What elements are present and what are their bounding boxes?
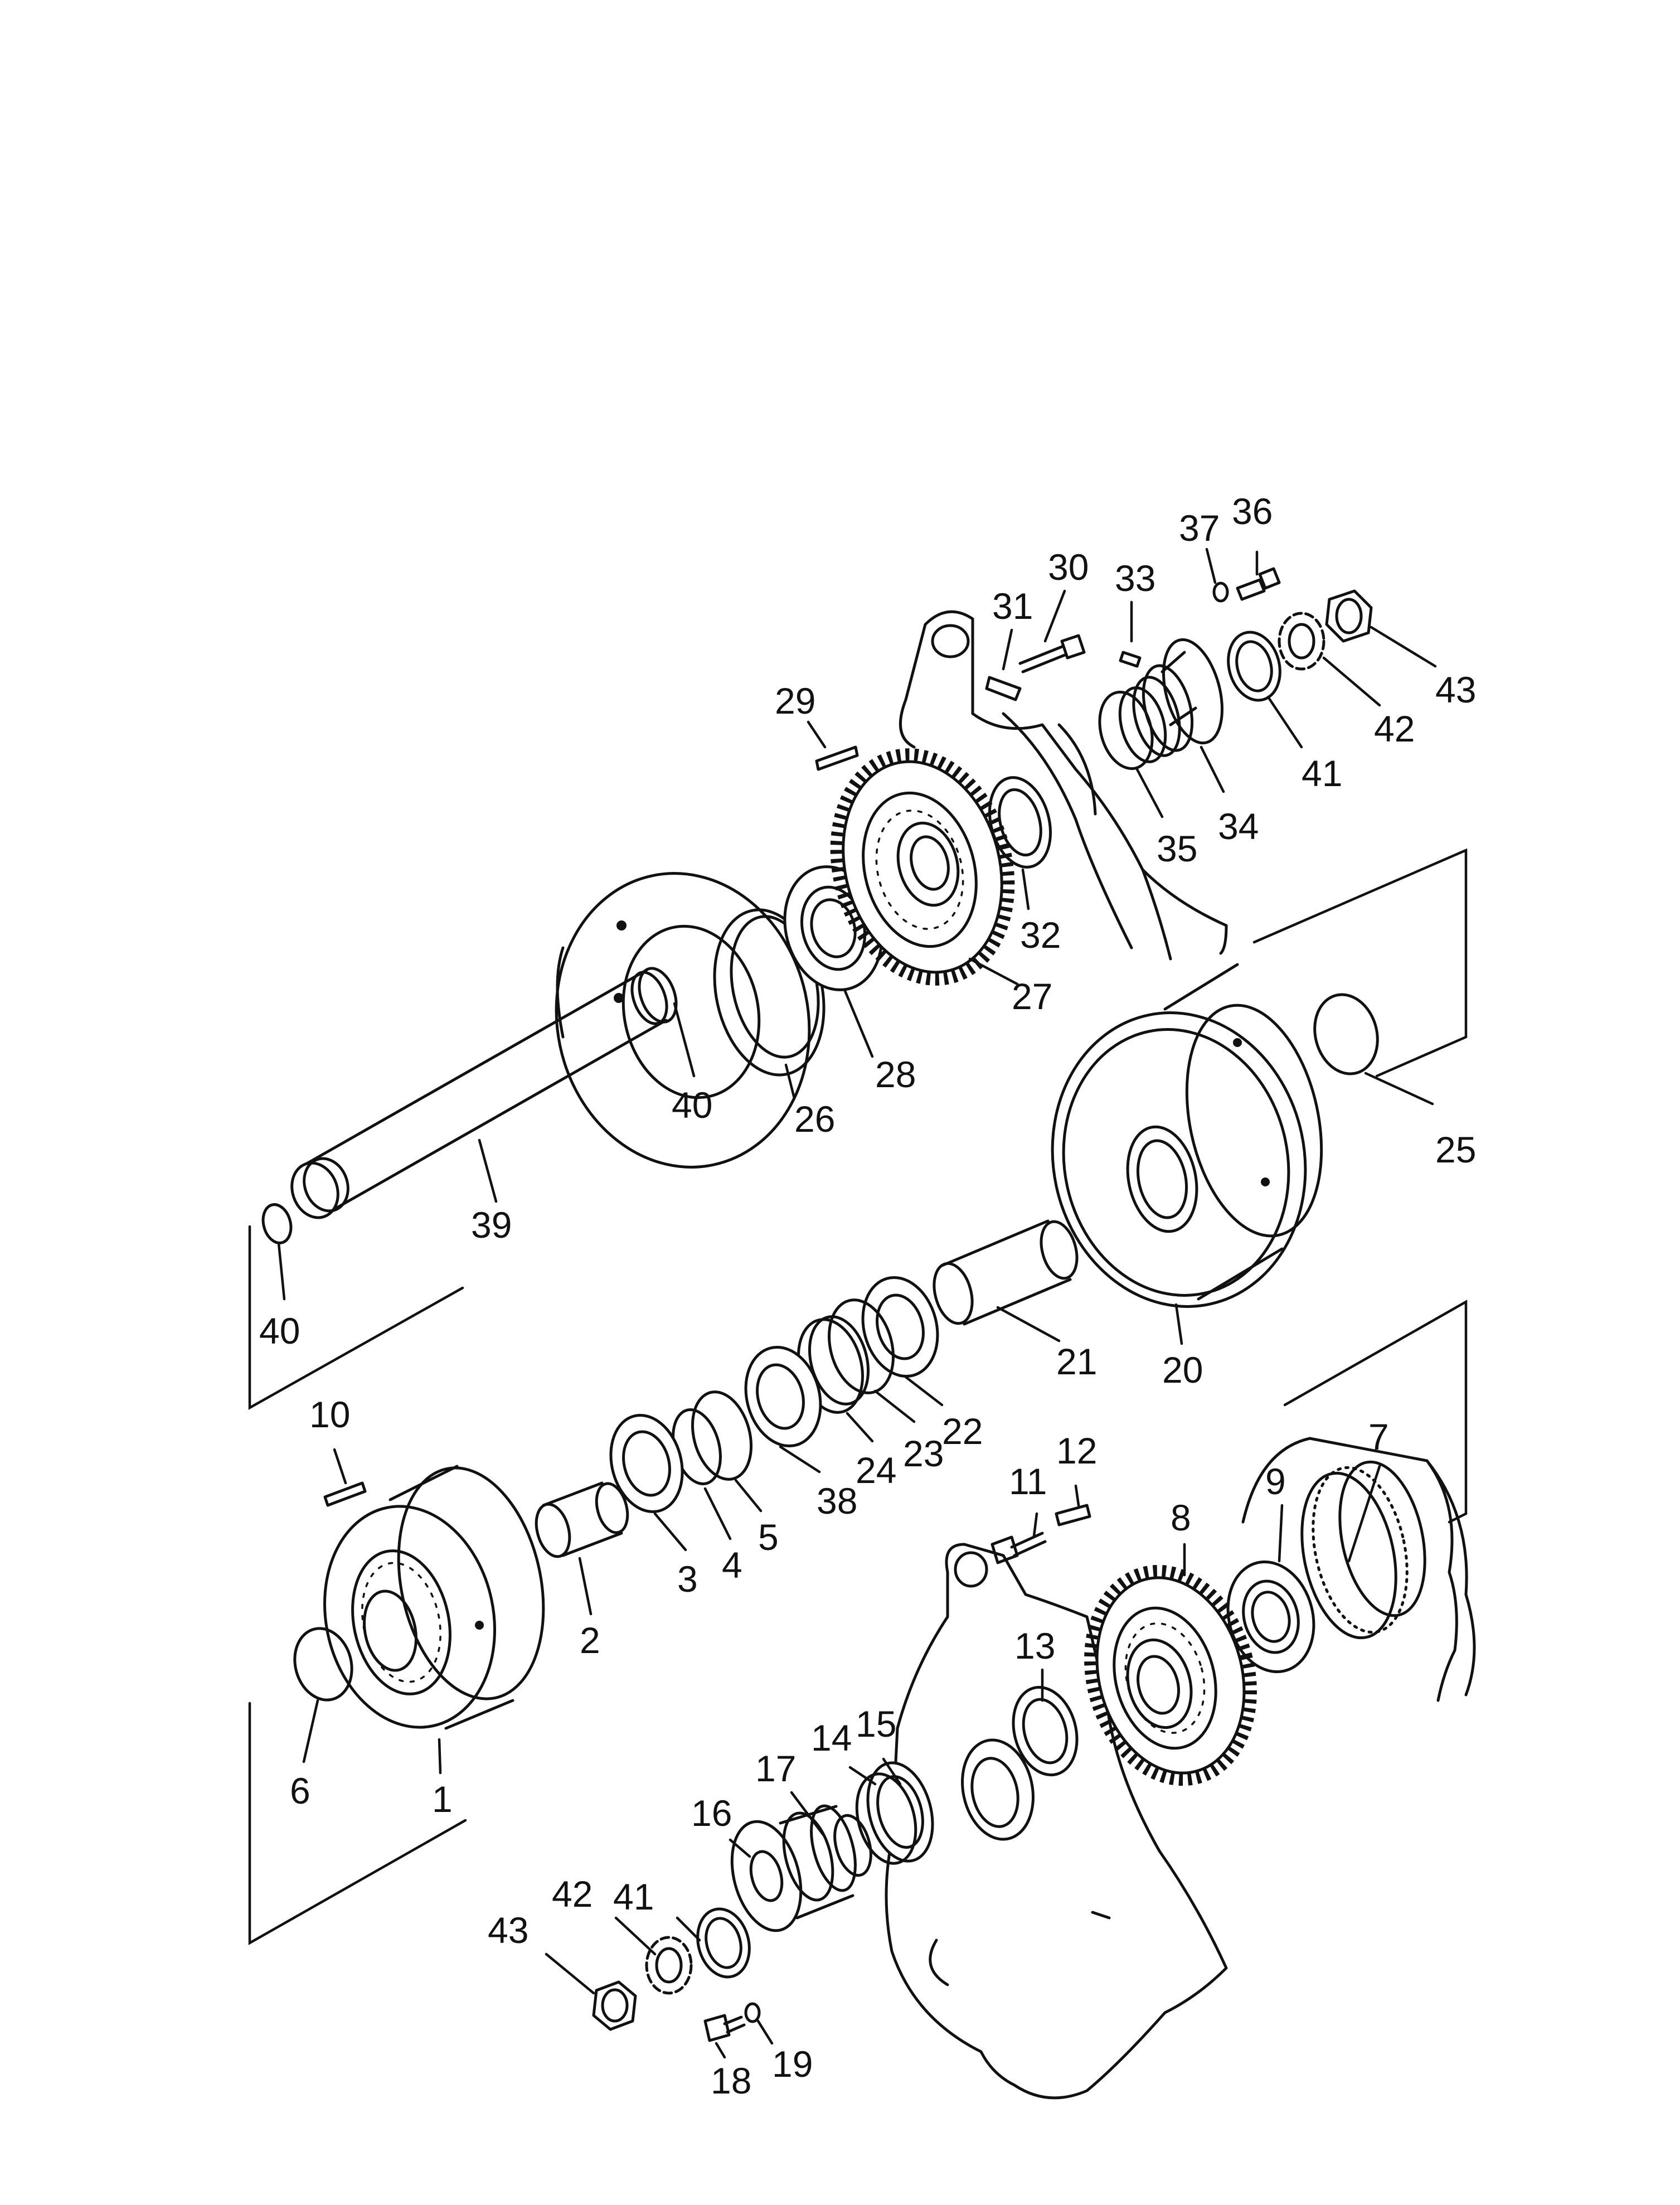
- callout-1: 1: [432, 1778, 453, 1820]
- bolt-18: [703, 2014, 746, 2042]
- drum-1: [323, 1465, 545, 1730]
- washer-41-upper: [1227, 631, 1281, 702]
- callout-7: 7: [1368, 1416, 1389, 1457]
- callout-42-lower: 42: [552, 1873, 593, 1915]
- callout-33: 33: [1115, 558, 1155, 599]
- sleeve-21: [933, 1219, 1079, 1326]
- ring-14: [855, 1772, 917, 1865]
- callout-24: 24: [856, 1450, 896, 1491]
- bearing-3: [609, 1413, 684, 1514]
- callout-39: 39: [471, 1204, 512, 1246]
- callout-27: 27: [1012, 976, 1052, 1017]
- snap-ring-17: [833, 1814, 872, 1877]
- callout-26: 26: [794, 1098, 835, 1140]
- nut-43-upper: [1325, 589, 1373, 643]
- callout-34: 34: [1218, 806, 1259, 847]
- seal-ring-13: [1012, 1685, 1079, 1777]
- callout-8: 8: [1171, 1497, 1191, 1538]
- callout-19: 19: [772, 2043, 813, 2085]
- seal-ring-32: [988, 776, 1052, 869]
- callout-31: 31: [992, 585, 1033, 627]
- callout-18: 18: [711, 2060, 751, 2101]
- callout-35: 35: [1157, 828, 1197, 869]
- washer-19: [744, 2002, 761, 2023]
- lock-washer-42-lower: [645, 1936, 693, 1995]
- callout-41-upper: 41: [1302, 753, 1342, 794]
- pin-29: [815, 745, 859, 771]
- o-ring-6: [293, 1627, 353, 1702]
- housing-7: [1241, 1437, 1476, 1702]
- callout-9: 9: [1265, 1461, 1286, 1502]
- callout-28: 28: [875, 1054, 916, 1095]
- bracket-lines: [248, 848, 1468, 1945]
- callout-42-upper: 42: [1374, 708, 1415, 749]
- callout-43-upper: 43: [1435, 669, 1476, 710]
- callout-10: 10: [309, 1394, 350, 1435]
- bushing-2: [535, 1481, 629, 1558]
- callout-16: 16: [691, 1792, 732, 1834]
- snap-ring-35: [1098, 690, 1154, 770]
- callout-4: 4: [722, 1544, 742, 1586]
- callout-17: 17: [755, 1748, 796, 1789]
- bearing-9: [1226, 1560, 1315, 1674]
- washer-41-lower: [696, 1907, 751, 1979]
- callout-41-lower: 41: [613, 1876, 654, 1917]
- bolt-11: [990, 1532, 1047, 1564]
- callout-38: 38: [817, 1480, 857, 1521]
- pin-10: [323, 1481, 367, 1507]
- callout-12: 12: [1056, 1430, 1097, 1471]
- callout-43-lower: 43: [488, 1910, 528, 1951]
- sleeve-16: [730, 1804, 857, 1932]
- callout-22: 22: [942, 1411, 983, 1452]
- nut-43-lower: [592, 1980, 637, 2031]
- upper-housing: [899, 610, 1228, 961]
- snap-ring-23: [827, 1298, 895, 1394]
- callout-21: 21: [1056, 1341, 1097, 1382]
- callout-2: 2: [580, 1620, 600, 1661]
- lock-washer-42-upper: [1278, 612, 1325, 671]
- spacer-5: [691, 1390, 753, 1481]
- bolt-36: [1236, 567, 1281, 601]
- gear-8: [1084, 1564, 1257, 1786]
- callout-40-lower: 40: [259, 1310, 300, 1351]
- callout-20: 20: [1162, 1349, 1203, 1390]
- callout-15: 15: [856, 1703, 896, 1744]
- callout-11: 11: [1009, 1461, 1047, 1502]
- callout-29: 29: [775, 680, 815, 721]
- key-12: [1055, 1504, 1091, 1526]
- o-ring-25: [1313, 993, 1379, 1075]
- callout-37: 37: [1179, 507, 1220, 549]
- callout-25: 25: [1435, 1129, 1476, 1170]
- callout-labels: 1 2 3 4 5 6 7 8 9 10 11 12 13 14 15 16 1…: [259, 491, 1476, 2101]
- gear-27: [830, 748, 1015, 986]
- key-31: [985, 676, 1022, 701]
- callout-5: 5: [758, 1516, 779, 1558]
- bolt-30: [1018, 634, 1086, 673]
- callout-6: 6: [290, 1770, 310, 1811]
- callout-3: 3: [677, 1558, 698, 1600]
- sleeve-34: [1118, 638, 1223, 763]
- callout-32: 32: [1020, 914, 1061, 956]
- bearing-38: [744, 1345, 822, 1448]
- callout-13: 13: [1014, 1625, 1055, 1666]
- bearing-22: [861, 1276, 939, 1378]
- flange-disc-26: [555, 872, 826, 1169]
- callout-23: 23: [903, 1433, 944, 1474]
- callout-36: 36: [1232, 491, 1273, 532]
- washer-37: [1212, 581, 1229, 603]
- drum-20: [1051, 963, 1323, 1308]
- callout-40-upper: 40: [672, 1084, 712, 1126]
- leader-lines: [277, 547, 1437, 2059]
- callout-30: 30: [1048, 546, 1089, 588]
- callout-14: 14: [811, 1717, 852, 1758]
- snap-ring-40-left: [261, 1203, 293, 1244]
- shaft-39: [290, 967, 678, 1219]
